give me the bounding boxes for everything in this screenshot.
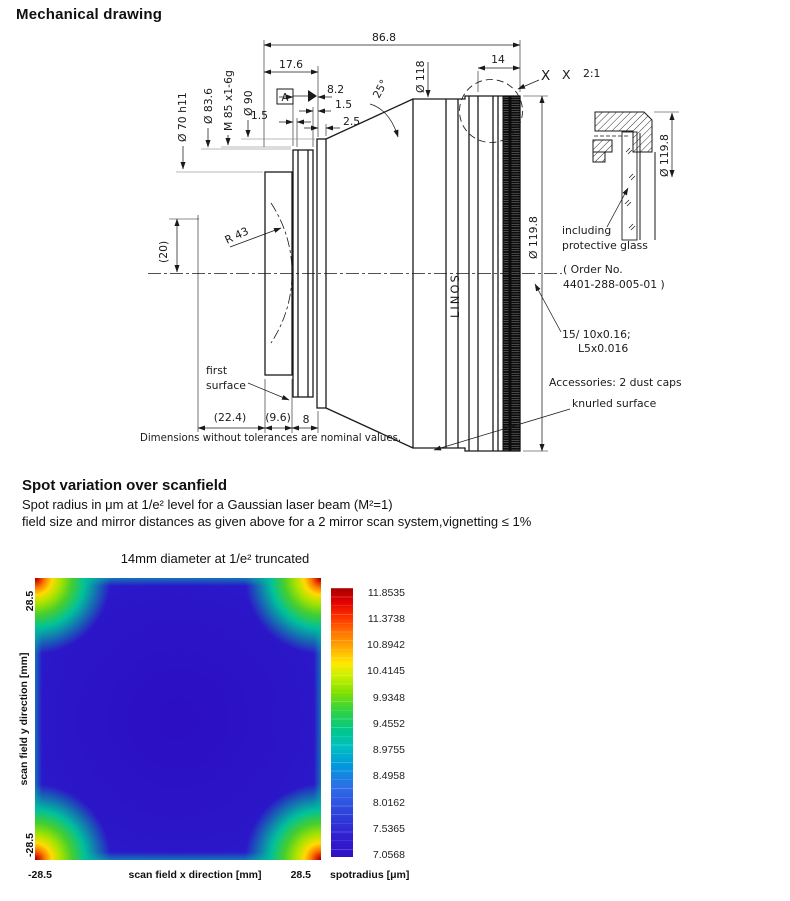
detail-view [592, 111, 679, 241]
colorbar-tick: 11.3738 [367, 613, 405, 625]
dim-9-6: (9.6) [265, 411, 291, 424]
spot-section-title: Spot variation over scanfield [22, 477, 228, 494]
detail-ref-x: X [562, 67, 571, 82]
heatmap-ytick-top: 28.5 [24, 590, 36, 612]
order-no-line1: ( Order No. [563, 263, 623, 276]
dia-119-8-detail: Ø 119.8 [658, 134, 671, 177]
mechanical-drawing: 86.8 17.6 A 8.2 1.5 1.5 2.5 25° Ø 118 14… [140, 31, 682, 452]
colorbar [331, 588, 353, 857]
colorbar-tick: 10.8942 [367, 639, 405, 651]
spot-section-line1: Spot radius in μm at 1/e² level for a Ga… [22, 497, 393, 512]
heatmap-title: 14mm diameter at 1/e² truncated [120, 551, 310, 566]
including-line2: protective glass [562, 239, 648, 252]
dim-86-8: 86.8 [372, 31, 396, 44]
colorbar-label: spotradius [μm] [330, 869, 410, 881]
dimension-lines [169, 40, 629, 452]
dia-83-6: Ø 83.6 [202, 88, 215, 124]
knurled-surface-label: knurled surface [572, 397, 657, 410]
thread-m85: M 85 x1-6g [222, 70, 235, 131]
dim-1-5-left: 1.5 [251, 109, 268, 122]
dim-8-2: 8.2 [327, 83, 344, 96]
dim-20: (20) [157, 241, 170, 263]
dia-70: Ø 70 h11 [176, 92, 189, 142]
including-line1: including [562, 224, 611, 237]
heatmap-ytick-bottom: -28.5 [24, 833, 36, 857]
heatmap-xtick-right: 28.5 [290, 869, 311, 881]
glass-hatch-marks [624, 147, 636, 231]
detail-scale: 2:1 [583, 67, 600, 80]
colorbar-tick: 8.0162 [372, 797, 405, 809]
heatmap-ylabel: scan field y direction [mm] [18, 652, 30, 786]
dim-22-4: (22.4) [214, 411, 246, 424]
dim-8: 8 [303, 413, 310, 426]
first-surface-line1: first [206, 364, 227, 377]
centerlines [148, 202, 562, 344]
colorbar-tick: 8.9755 [372, 744, 405, 756]
drawing-labels: 86.8 17.6 A 8.2 1.5 1.5 2.5 25° Ø 118 14… [140, 31, 682, 444]
spot-section-header: Spot variation over scanfield Spot radiu… [22, 477, 772, 530]
dim-2-5: 2.5 [343, 115, 360, 128]
detail-marker-x: X [541, 68, 550, 84]
first-surface-line2: surface [206, 379, 246, 392]
spot-section-line2: field size and mirror distances as given… [22, 514, 532, 529]
colorbar-tick: 8.4958 [372, 770, 405, 782]
heatmap-plot [35, 578, 321, 860]
angle-25: 25° [370, 77, 390, 100]
colorbar-tick: 11.8535 [367, 587, 405, 599]
radius-43: R 43 [223, 225, 251, 247]
colorbar-tick: 7.0568 [372, 849, 405, 861]
protective-glass [621, 131, 638, 241]
heatmap-xlabel: scan field x direction [mm] [128, 869, 262, 881]
datum-flag [276, 88, 317, 105]
heatmap-xtick-left: -28.5 [28, 869, 52, 881]
dim-17-6: 17.6 [279, 58, 303, 71]
colorbar-tick: 9.4552 [372, 718, 405, 730]
colorbar-tick: 9.9348 [372, 692, 405, 704]
brand-linos: LINOS [448, 273, 462, 318]
knurl-spec-line1: 15/ 10x0.16; [562, 328, 631, 341]
dim-1-5-right: 1.5 [335, 98, 352, 111]
dia-119-8-main: Ø 119.8 [527, 216, 540, 259]
colorbar-tick: 7.5365 [372, 823, 405, 835]
colorbar-tick: 10.4145 [367, 665, 405, 677]
dia-118: Ø 118 [414, 60, 427, 93]
page-title: Mechanical drawing [16, 6, 163, 23]
knurl-spec-line2: L5x0.016 [578, 342, 628, 355]
datum-label: A [282, 93, 289, 104]
order-no-line2: 4401-288-005-01 ) [563, 278, 665, 291]
dia-90: Ø 90 [242, 90, 255, 116]
dim-14: 14 [491, 53, 505, 66]
accessories-note: Accessories: 2 dust caps [549, 376, 682, 389]
tolerance-note: Dimensions without tolerances are nomina… [140, 433, 401, 444]
